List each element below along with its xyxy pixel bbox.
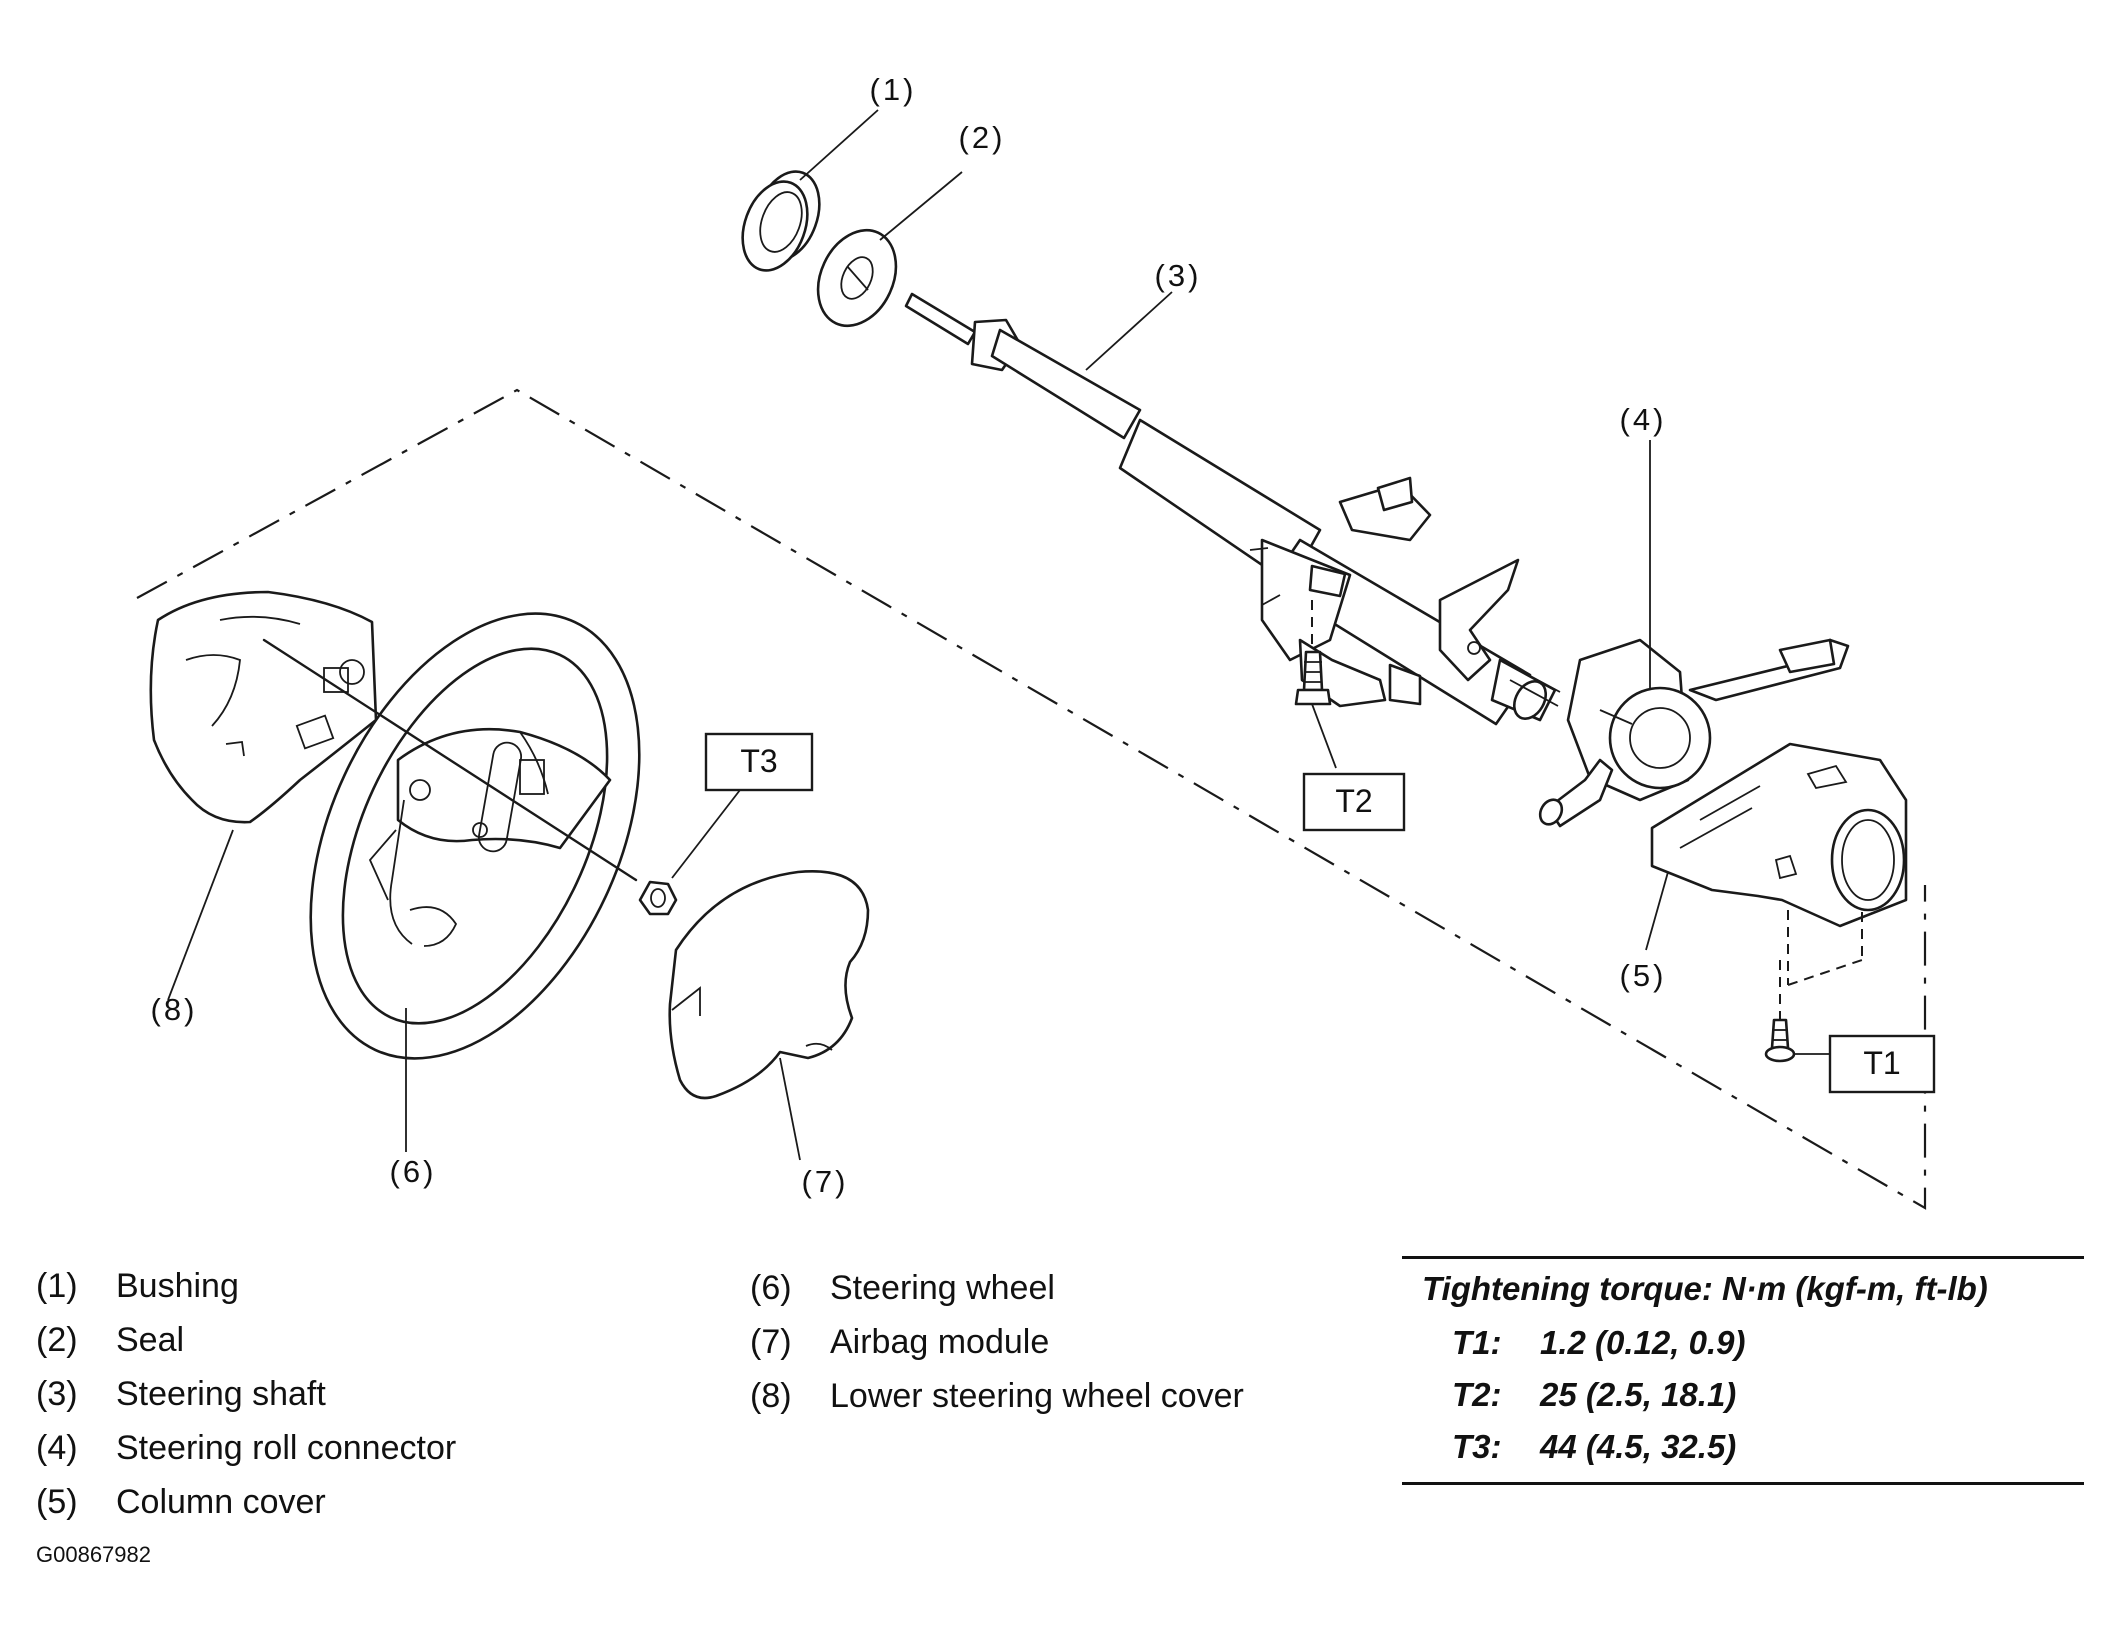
leader-1 bbox=[799, 109, 879, 181]
legend-label: Column cover bbox=[116, 1483, 326, 1521]
legend-num: (6) bbox=[750, 1269, 792, 1307]
torque-box-t3: T3 bbox=[704, 732, 814, 792]
torque-value: 44 (4.5, 32.5) bbox=[1540, 1428, 1737, 1465]
torque-title: Tightening torque: N·m (kgf-m, ft-lb) bbox=[1422, 1270, 1988, 1307]
torque-row: T3: 44 (4.5, 32.5) bbox=[1452, 1428, 1736, 1466]
legend-num: (8) bbox=[750, 1377, 792, 1415]
steering-shaft-part bbox=[904, 292, 1561, 726]
callout-8: (8) bbox=[151, 992, 198, 1027]
legend-label: Lower steering wheel cover bbox=[830, 1377, 1244, 1415]
legend-label: Steering roll connector bbox=[116, 1429, 457, 1467]
t2-bolt bbox=[1294, 600, 1332, 706]
torque-rule-bottom bbox=[1402, 1482, 2084, 1485]
legend-num: (2) bbox=[36, 1321, 78, 1359]
callout-2: (2) bbox=[959, 120, 1006, 155]
steering-roll-connector-part bbox=[1538, 638, 1850, 828]
torque-box-t2: T2 bbox=[1302, 772, 1406, 832]
lower-wheel-cover-part bbox=[149, 590, 378, 824]
callout-5: (5) bbox=[1620, 958, 1667, 993]
leader-t3 bbox=[671, 789, 741, 879]
leader-t2 bbox=[1311, 703, 1337, 769]
torque-rule-top bbox=[1402, 1256, 2084, 1259]
legend-num: (1) bbox=[36, 1267, 78, 1305]
t2-label: T2 bbox=[1335, 783, 1372, 819]
callout-7: (7) bbox=[802, 1164, 849, 1199]
legend-num: (5) bbox=[36, 1483, 78, 1521]
leader-5 bbox=[1645, 871, 1669, 951]
torque-key: T3: bbox=[1452, 1428, 1502, 1465]
legend-label: Seal bbox=[116, 1321, 185, 1359]
torque-table: Tightening torque: N·m (kgf-m, ft-lb) T1… bbox=[1402, 1256, 2084, 1486]
legend-label: Bushing bbox=[116, 1267, 239, 1305]
torque-key: T1: bbox=[1452, 1324, 1502, 1361]
legend-num: (7) bbox=[750, 1323, 792, 1361]
legend-num: (3) bbox=[36, 1375, 78, 1413]
torque-box-t1: T1 bbox=[1828, 1034, 1936, 1094]
leader-7 bbox=[779, 1057, 801, 1161]
bushing-part bbox=[741, 170, 821, 272]
legend-label: Steering shaft bbox=[116, 1375, 326, 1413]
callout-6: (6) bbox=[390, 1154, 437, 1189]
t1-label: T1 bbox=[1863, 1045, 1900, 1081]
leader-3 bbox=[1085, 291, 1173, 371]
seal-part bbox=[816, 228, 898, 328]
legend-right: (6) Steering wheel (7) Airbag module (8)… bbox=[750, 1268, 1370, 1428]
steering-wheel-part bbox=[262, 612, 641, 1060]
t3-nut bbox=[638, 880, 678, 916]
legend-label: Airbag module bbox=[830, 1323, 1050, 1361]
legend-label: Steering wheel bbox=[830, 1269, 1055, 1307]
legend-num: (4) bbox=[36, 1429, 78, 1467]
leader-8 bbox=[167, 829, 234, 1001]
callout-3: (3) bbox=[1155, 258, 1202, 293]
torque-row: T1: 1.2 (0.12, 0.9) bbox=[1452, 1324, 1745, 1362]
callout-4: (4) bbox=[1620, 402, 1667, 437]
torque-key: T2: bbox=[1452, 1376, 1502, 1413]
t1-screw bbox=[1764, 960, 1796, 1063]
leader-2 bbox=[879, 171, 963, 241]
airbag-module-part bbox=[668, 870, 870, 1100]
column-cover-part bbox=[1650, 742, 1908, 986]
callout-1: (1) bbox=[870, 72, 917, 107]
t3-label: T3 bbox=[740, 743, 777, 779]
torque-value: 25 (2.5, 18.1) bbox=[1540, 1376, 1737, 1413]
figure-code: G00867982 bbox=[36, 1542, 151, 1567]
torque-row: T2: 25 (2.5, 18.1) bbox=[1452, 1376, 1736, 1414]
torque-value: 1.2 (0.12, 0.9) bbox=[1540, 1324, 1746, 1361]
legend-left: (1) Bushing (2) Seal (3) Steering shaft … bbox=[36, 1266, 716, 1526]
